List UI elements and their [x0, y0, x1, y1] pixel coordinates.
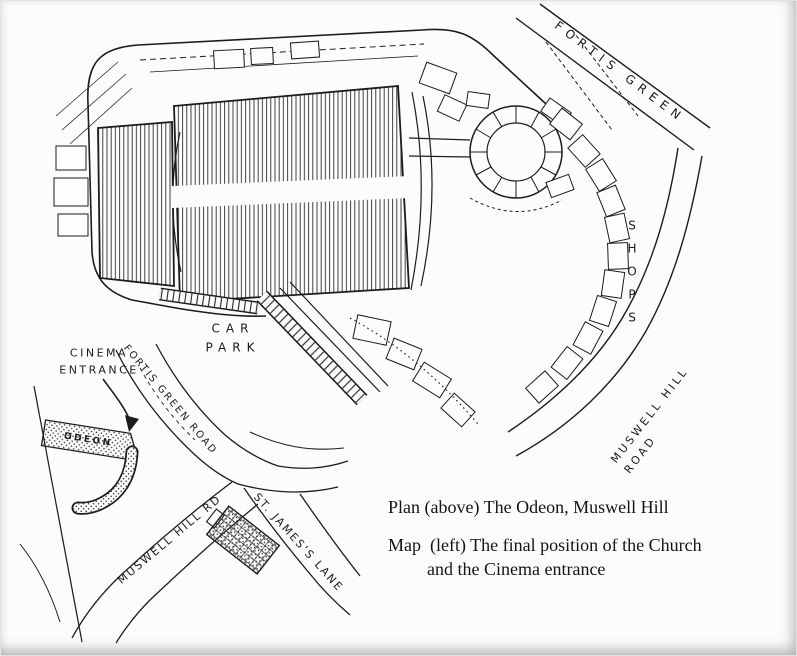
map-caption-line1: Map (left) The final position of the Chu…	[388, 535, 702, 555]
corner-hatching	[55, 61, 133, 145]
map-plot-boundaries	[19, 385, 83, 643]
car-park-walkway	[256, 281, 389, 406]
cinema-entrance-corridor	[71, 445, 139, 515]
fortis-green-road-lines	[515, 3, 711, 151]
church-building	[205, 505, 281, 575]
cinema-entrance-arrow	[102, 378, 139, 432]
shops-row	[524, 107, 631, 404]
south-corridor-band	[159, 287, 259, 315]
auditorium-seating	[172, 85, 433, 303]
map-right-branch-road	[237, 431, 349, 493]
odeon-building	[40, 419, 136, 460]
stage-block	[53, 121, 182, 288]
muswell-hill-road-lines	[507, 147, 703, 457]
foyer-rotunda	[408, 90, 575, 212]
plan-caption: Plan (above) The Odeon, Muswell Hill	[388, 497, 669, 517]
roof-outbuildings	[213, 40, 468, 122]
map-fortis-green-road	[115, 343, 279, 485]
map-caption-line2: and the Cinema entrance	[427, 559, 606, 579]
site-boundary	[87, 28, 547, 317]
lower-buildings	[349, 314, 479, 428]
map-st-jamess-lane	[243, 487, 361, 616]
